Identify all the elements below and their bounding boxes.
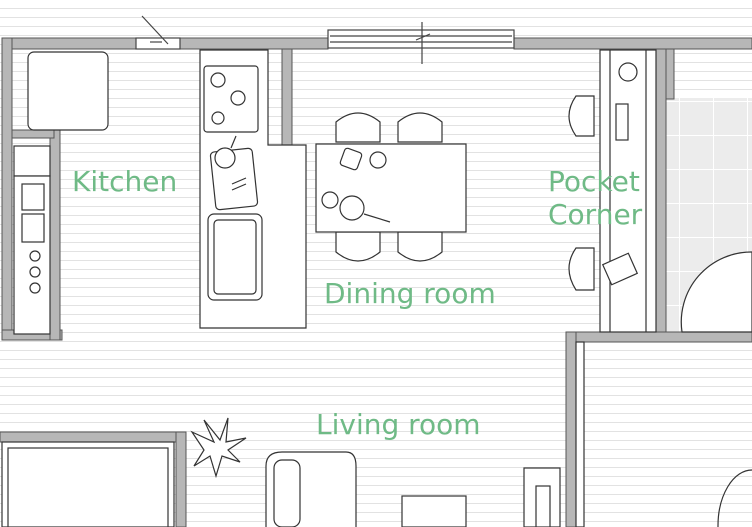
top-wall-right [513,37,752,50]
pocket-corner-label-line1: Pocket [548,165,640,198]
corner-wall-right [655,48,667,342]
kitchen-divider-wall [49,129,61,341]
door-swing-arc-living [717,469,752,527]
pocket-corner-label: Pocket Corner [548,165,642,231]
top-wall-mid [179,37,329,50]
corner-bottom-wall [565,331,752,343]
potted-plant [190,417,247,479]
plate [369,151,387,169]
pocket-corner-furniture [568,49,657,333]
dining-table [315,143,467,233]
pot [214,147,236,169]
kitchen-stub-wall [11,129,55,139]
partition-wall [281,48,293,146]
top-wall-left [1,37,137,50]
sliding-door [575,341,585,527]
keyboard [615,103,629,141]
refrigerator [27,51,109,131]
living-furniture [1,341,752,527]
dining-room-label: Dining room [324,277,496,310]
door-swing-arc [680,251,752,333]
appliance-knob [29,282,41,294]
desk-counter [599,49,657,333]
living-left-wall-side [175,431,187,527]
stool [568,95,595,137]
burner [230,90,246,106]
plate [339,195,365,221]
dining-chair [335,112,381,143]
living-room-label: Living room [316,408,481,441]
stool [568,247,595,291]
side-table [401,495,467,527]
dining-chair [397,112,443,143]
burner [211,111,225,125]
wall-cabinets [13,145,51,177]
kitchen-label: Kitchen [72,165,178,198]
bathroom-divider-wall [665,48,675,100]
dining-set [315,112,467,262]
window-top [327,29,515,49]
door-top [135,37,181,50]
plate [339,147,363,171]
plate [321,191,339,209]
dining-chair [335,231,381,262]
dining-chair [397,231,443,262]
notebook [601,252,639,286]
top-openings [135,15,515,64]
living-right-wall [565,331,577,527]
left-wall [1,37,13,339]
pocket-corner-label-line2: Corner [548,198,643,231]
appliance-knob [29,266,41,278]
kitchen-fixtures [13,49,307,335]
appliance-knob [29,250,41,262]
burner [210,72,226,88]
desk-lamp [618,62,638,82]
living-left-wall-top [0,431,185,443]
